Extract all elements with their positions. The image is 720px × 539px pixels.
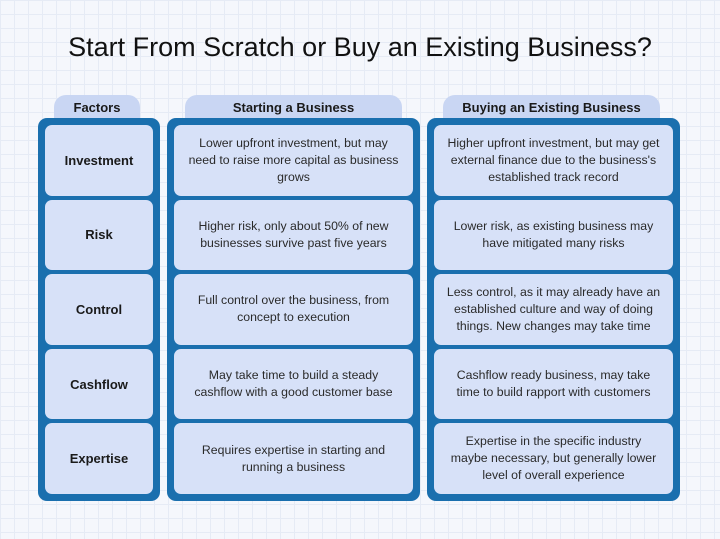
starting-cell: Full control over the business, from con… bbox=[174, 274, 413, 345]
buying-cell: Lower risk, as existing business may hav… bbox=[434, 199, 673, 271]
buying-cell: Higher upfront investment, but may get e… bbox=[434, 125, 673, 196]
buying-cell: Less control, as it may already have an … bbox=[434, 274, 673, 345]
factor-cell: Cashflow bbox=[45, 348, 153, 420]
buying-cell: Expertise in the specific industry maybe… bbox=[434, 423, 673, 494]
starting-cell: May take time to build a steady cashflow… bbox=[174, 348, 413, 420]
page-title: Start From Scratch or Buy an Existing Bu… bbox=[68, 32, 652, 62]
starting-cell: Lower upfront investment, but may need t… bbox=[174, 125, 413, 196]
buying-column: Higher upfront investment, but may get e… bbox=[427, 118, 680, 501]
factor-cell: Control bbox=[45, 274, 153, 345]
starting-column: Lower upfront investment, but may need t… bbox=[167, 118, 420, 501]
factor-cell: Investment bbox=[45, 125, 153, 196]
buying-cell: Cashflow ready business, may take time t… bbox=[434, 348, 673, 420]
factor-cell: Risk bbox=[45, 199, 153, 271]
starting-cell: Requires expertise in starting and runni… bbox=[174, 423, 413, 494]
factors-column: Investment Risk Control Cashflow Experti… bbox=[38, 118, 160, 501]
factor-cell: Expertise bbox=[45, 423, 153, 494]
starting-cell: Higher risk, only about 50% of new busin… bbox=[174, 199, 413, 271]
